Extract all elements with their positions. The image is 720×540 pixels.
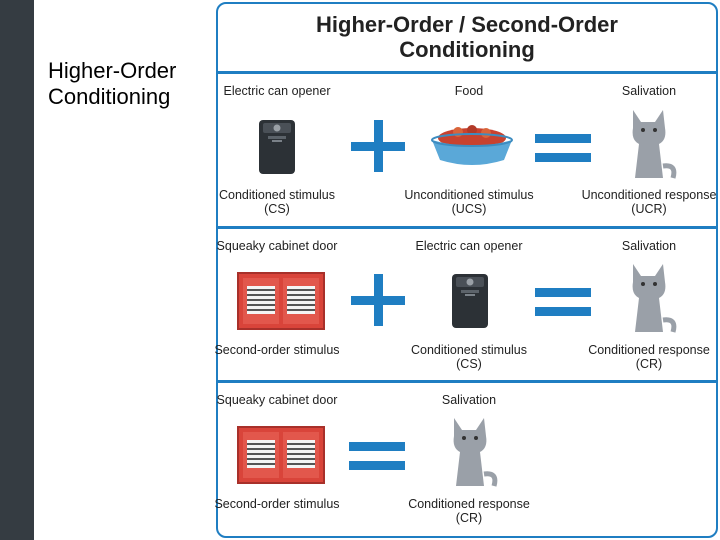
can-opener-icon bbox=[452, 274, 488, 328]
row3-label-second-order-bottom: Second-order stimulus bbox=[214, 497, 340, 511]
row2-label-cs-top: Electric can opener bbox=[415, 239, 523, 253]
figure-divider bbox=[216, 226, 718, 229]
row3-label-second-order-top: Squeaky cabinet door bbox=[216, 393, 338, 407]
row2-label-cs-bottom: Conditioned stimulus (CS) bbox=[410, 343, 528, 371]
figure-divider bbox=[216, 71, 718, 74]
cat-icon bbox=[632, 264, 677, 333]
plus-operator bbox=[349, 116, 407, 181]
equals-operator bbox=[535, 128, 591, 173]
can-opener-icon bbox=[259, 120, 295, 174]
cabinet-icon bbox=[237, 272, 325, 330]
row3-label-cr-bottom: Conditioned response (CR) bbox=[408, 497, 530, 525]
row2-label-cr-top: Salivation bbox=[621, 239, 677, 253]
row2-label-cr-bottom: Conditioned response (CR) bbox=[588, 343, 710, 371]
cat-icon bbox=[632, 110, 677, 179]
row1-label-ucs-bottom: Unconditioned stimulus (UCS) bbox=[404, 188, 534, 216]
food-bowl-icon bbox=[431, 125, 513, 165]
row2-label-second-order-top: Squeaky cabinet door bbox=[216, 239, 338, 253]
figure-title: Higher-Order / Second-Order Conditioning bbox=[316, 12, 618, 62]
plus-operator bbox=[349, 270, 407, 335]
equals-operator bbox=[349, 436, 405, 481]
row1-label-cs-top: Electric can opener bbox=[223, 84, 331, 98]
row1-label-ucr-top: Salivation bbox=[621, 84, 677, 98]
row3-label-cr-top: Salivation bbox=[441, 393, 497, 407]
figure-divider bbox=[216, 380, 718, 383]
cabinet-icon bbox=[237, 426, 325, 484]
row2-label-second-order-bottom: Second-order stimulus bbox=[214, 343, 340, 357]
equals-operator bbox=[535, 282, 591, 327]
cat-icon bbox=[453, 418, 498, 487]
row1-label-ucs-top: Food bbox=[454, 84, 484, 98]
row1-label-ucr-bottom: Unconditioned response (UCR) bbox=[581, 188, 717, 216]
slide-sidebar bbox=[0, 0, 34, 540]
row1-label-cs-bottom: Conditioned stimulus (CS) bbox=[218, 188, 336, 216]
figure-frame bbox=[216, 2, 718, 538]
slide-title: Higher-Order Conditioning bbox=[48, 58, 177, 109]
